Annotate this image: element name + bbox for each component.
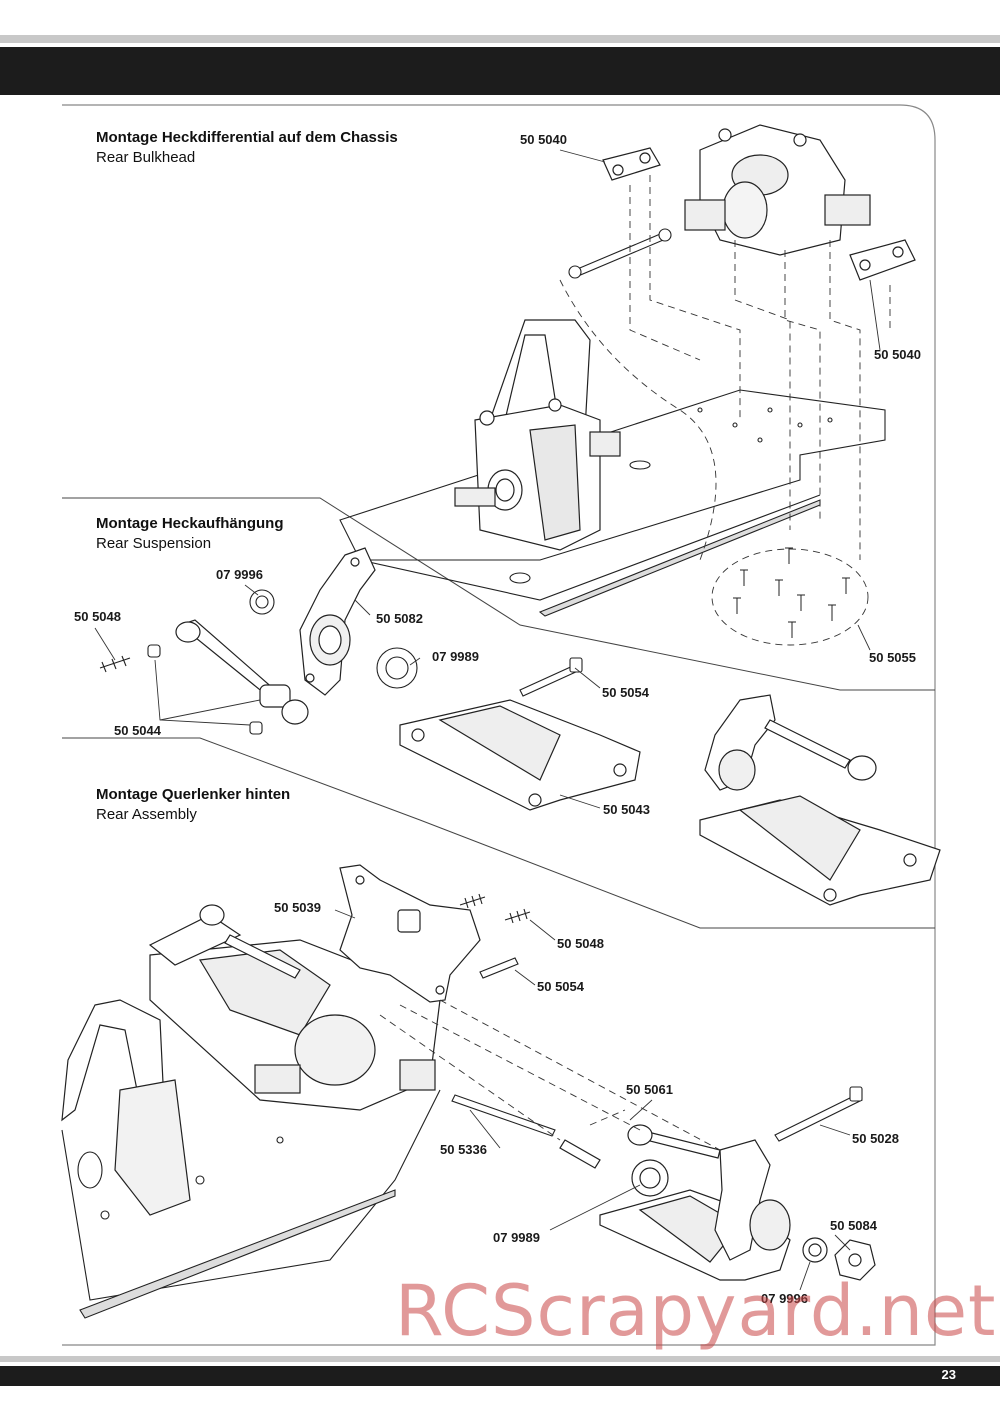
upper-plate bbox=[339, 864, 481, 1003]
page-frame bbox=[62, 104, 936, 1346]
part-label-50-5040: 50 5040 bbox=[874, 347, 921, 362]
part-label-50-5028: 50 5028 bbox=[852, 1131, 899, 1146]
assembled-rear-end bbox=[61, 904, 441, 1216]
assembly-section-title: Montage Querlenker hinten bbox=[96, 786, 291, 803]
divider-suspension bbox=[62, 737, 935, 929]
rear-driveshaft-top bbox=[568, 228, 672, 279]
top-gray-band bbox=[0, 35, 1000, 43]
rear-differential bbox=[684, 124, 871, 256]
bulkhead-guide-lines bbox=[559, 175, 891, 646]
bulkhead-section-title: Montage Heckdifferential auf dem Chassis bbox=[96, 129, 398, 146]
part-label-50-5084: 50 5084 bbox=[830, 1218, 877, 1233]
page-number: 23 bbox=[941, 1367, 956, 1382]
part-label-50-5043: 50 5043 bbox=[603, 802, 650, 817]
assembled-suspension-view bbox=[699, 694, 941, 906]
part-label-50-5039: 50 5039 bbox=[274, 900, 321, 915]
watermark: RCScrapyard.net bbox=[395, 1270, 997, 1352]
hinge-pin-top bbox=[519, 657, 583, 697]
part-label-50-5054: 50 5054 bbox=[602, 685, 649, 700]
suspension-leader-lines bbox=[94, 149, 881, 809]
assembly-section-subtitle: Rear Assembly bbox=[96, 806, 197, 823]
divider-bulkhead bbox=[62, 497, 935, 691]
part-label-50-5061: 50 5061 bbox=[626, 1082, 673, 1097]
part-label-50-5048: 50 5048 bbox=[74, 609, 121, 624]
part-label-07-9989: 07 9989 bbox=[432, 649, 479, 664]
bottom-gray-band bbox=[0, 1356, 1000, 1362]
assembly-arm-parts bbox=[559, 1124, 876, 1281]
suspension-section-title: Montage Heckaufhängung bbox=[96, 515, 284, 532]
part-label-50-5082: 50 5082 bbox=[376, 611, 423, 626]
header-bar bbox=[0, 47, 1000, 95]
camber-link bbox=[175, 619, 309, 725]
part-label-50-5336: 50 5336 bbox=[440, 1142, 487, 1157]
countersunk-screws bbox=[733, 547, 850, 638]
rear-hub-carrier bbox=[299, 547, 376, 696]
part-label-50-5048: 50 5048 bbox=[557, 936, 604, 951]
footer-bar bbox=[0, 1366, 1000, 1386]
bulkhead-section-subtitle: Rear Bulkhead bbox=[96, 149, 196, 166]
part-label-50-5055: 50 5055 bbox=[869, 650, 916, 665]
ball-studs-bearings bbox=[99, 589, 418, 735]
assembly-leader-lines bbox=[334, 909, 851, 1291]
rear-bulkhead-housing bbox=[454, 319, 621, 551]
suspension-section-subtitle: Rear Suspension bbox=[96, 535, 212, 552]
chassis-plate-bottom bbox=[61, 1089, 441, 1319]
part-label-07-9996: 07 9996 bbox=[761, 1291, 808, 1306]
assembly-guide-lines bbox=[379, 999, 721, 1151]
lower-arm-exploded bbox=[399, 699, 641, 811]
assembly-screws-pins bbox=[451, 893, 863, 1142]
part-label-50-5040: 50 5040 bbox=[520, 132, 567, 147]
part-label-50-5054: 50 5054 bbox=[537, 979, 584, 994]
part-label-50-5044: 50 5044 bbox=[114, 723, 161, 738]
part-label-07-9989: 07 9989 bbox=[493, 1230, 540, 1245]
part-label-07-9996: 07 9996 bbox=[216, 567, 263, 582]
diff-outdrive-cups bbox=[602, 147, 916, 281]
chassis-plate-top bbox=[339, 389, 886, 617]
